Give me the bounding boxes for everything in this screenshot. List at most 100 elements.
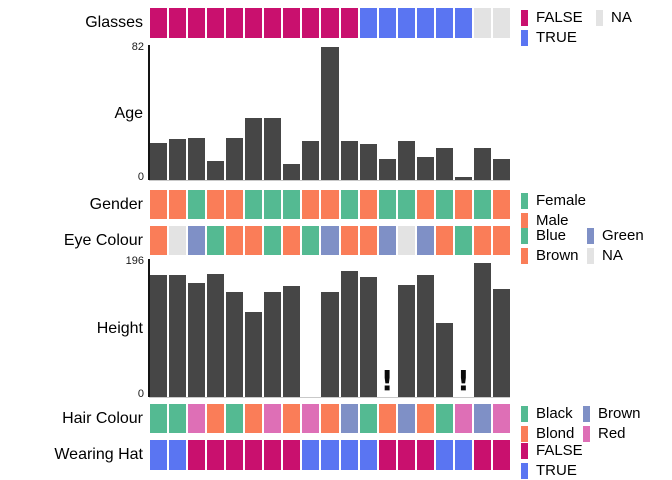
age-bar-chart — [150, 47, 510, 180]
height-bar — [492, 289, 510, 397]
age-bar — [492, 158, 510, 180]
gender-cell — [302, 190, 320, 219]
age-bar-slot — [207, 47, 225, 180]
eye_colour-cell — [321, 226, 339, 255]
eye_colour-cell — [169, 226, 187, 255]
height-row-label: Height — [96, 320, 143, 337]
legend-label: NA — [602, 247, 623, 264]
age-bar-slot — [378, 47, 396, 180]
gender-cell — [359, 190, 377, 219]
wearing_hat-cell — [397, 440, 415, 470]
legend-swatch — [583, 425, 590, 442]
legend-item-false: FALSE — [521, 442, 583, 459]
age-bar-slot — [359, 47, 377, 180]
glasses-cell — [321, 8, 339, 38]
eye_colour-cell — [454, 226, 472, 255]
hair_colour-cell — [245, 404, 263, 433]
legend-item-black: Black — [521, 405, 583, 422]
legend-label: Female — [536, 192, 587, 209]
gender-cell — [492, 190, 510, 219]
legend-label: Brown — [536, 247, 579, 264]
age-bar — [359, 144, 377, 180]
height-bar-chart: !! — [150, 261, 510, 397]
age-bar-slot — [150, 47, 168, 180]
age-bar-slot — [397, 47, 415, 180]
age-bar — [264, 118, 282, 180]
hair-colour-row-label: Hair Colour — [62, 409, 143, 427]
age-bar — [169, 139, 187, 180]
glasses-cell — [492, 8, 510, 38]
age-bar — [454, 176, 472, 180]
wearing_hat-cell — [283, 440, 301, 470]
height-bar-slot — [150, 261, 168, 397]
eye_colour-cell — [264, 226, 282, 255]
height-axis-min-label: 0 — [137, 388, 144, 400]
legend-swatch — [521, 212, 528, 229]
height-bar — [150, 274, 168, 397]
legend-label: Red — [598, 425, 626, 442]
wearing_hat-cell — [454, 440, 472, 470]
glasses-cell — [416, 8, 434, 38]
height-bar — [188, 282, 206, 397]
height-bar-slot — [207, 261, 225, 397]
age-bar-slot — [169, 47, 187, 180]
height-bar-slot — [264, 261, 282, 397]
legend-swatch — [587, 227, 594, 244]
eye_colour-cell — [378, 226, 396, 255]
age-bar-slot — [416, 47, 434, 180]
height-bar — [416, 274, 434, 397]
glasses-cell — [245, 8, 263, 38]
gender-cell — [340, 190, 358, 219]
hair-colour-strip — [150, 404, 510, 433]
legend-item-brown: Brown — [583, 405, 641, 422]
age-bar — [150, 142, 168, 180]
hair_colour-cell — [435, 404, 453, 433]
glasses-cell — [340, 8, 358, 38]
hair_colour-cell — [454, 404, 472, 433]
age-row: Age 82 0 — [0, 42, 672, 183]
glasses-cell — [188, 8, 206, 38]
glasses-cell — [150, 8, 168, 38]
age-bar-slot — [188, 47, 206, 180]
glasses-cell — [207, 8, 225, 38]
legend-item-blue: Blue — [521, 227, 587, 244]
legend-label: TRUE — [536, 462, 577, 479]
height-axis-max-label: 196 — [125, 255, 144, 267]
glasses-cell — [302, 8, 320, 38]
height-bar-slot — [283, 261, 301, 397]
hair_colour-cell — [302, 404, 320, 433]
eye_colour-cell — [283, 226, 301, 255]
age-bar-slot — [264, 47, 282, 180]
height-bar — [359, 276, 377, 397]
height-bar — [435, 323, 453, 397]
height-y-axis-line — [148, 259, 150, 397]
wearing_hat-cell — [169, 440, 187, 470]
wearing-hat-legend: FALSE TRUE — [521, 442, 583, 479]
gender-cell — [321, 190, 339, 219]
legend-item-male: Male — [521, 212, 586, 229]
legend-swatch — [521, 192, 528, 209]
legend-label: Black — [536, 405, 573, 422]
wearing_hat-cell — [150, 440, 168, 470]
hair_colour-cell — [264, 404, 282, 433]
glasses-cell — [226, 8, 244, 38]
legend-swatch — [521, 227, 528, 244]
eye_colour-cell — [207, 226, 225, 255]
legend-swatch — [521, 425, 528, 442]
glasses-cell — [359, 8, 377, 38]
age-bar-slot — [283, 47, 301, 180]
hair_colour-cell — [321, 404, 339, 433]
height-bar — [473, 263, 491, 397]
wearing_hat-cell — [302, 440, 320, 470]
legend-swatch — [521, 405, 528, 422]
legend-label: NA — [611, 9, 632, 26]
age-baseline — [149, 180, 510, 181]
legend-label: Green — [602, 227, 644, 244]
legend-swatch — [596, 9, 603, 26]
eye_colour-cell — [397, 226, 415, 255]
age-bar — [226, 137, 244, 180]
glasses-cell — [283, 8, 301, 38]
wearing_hat-cell — [378, 440, 396, 470]
